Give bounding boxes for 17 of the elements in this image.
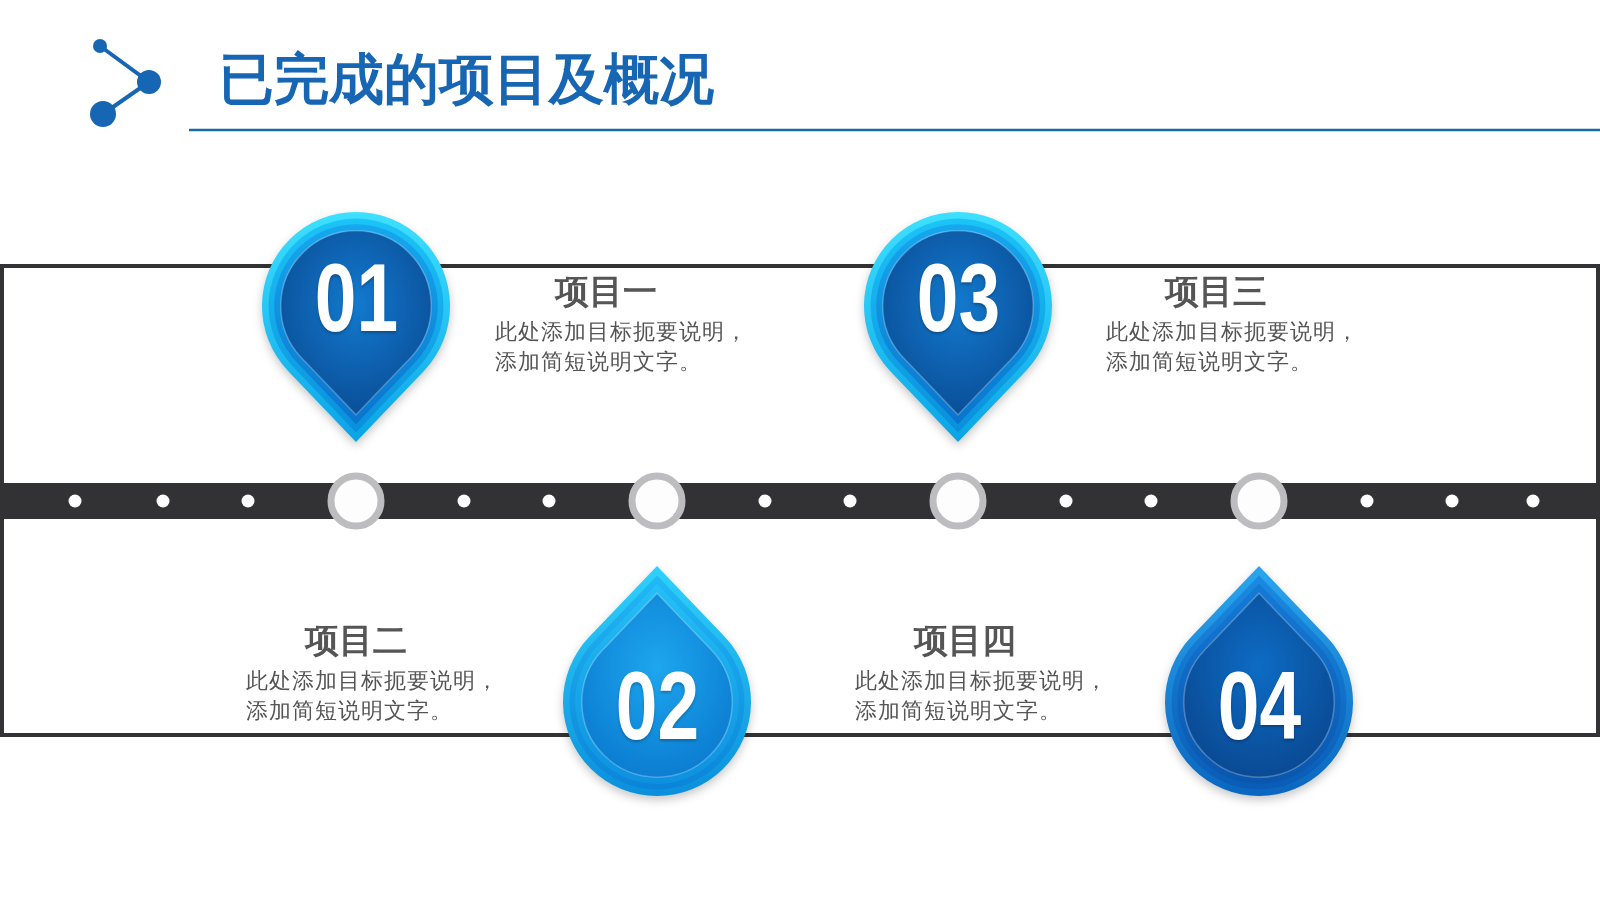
drop-marker (864, 212, 1052, 442)
project-description: 此处添加目标扼要说明，添加简短说明文字。 (855, 667, 1109, 725)
step-number: 04 (1217, 658, 1301, 754)
project-heading: 项目三 (1165, 271, 1267, 311)
slide-title: 已完成的项目及概况 (219, 47, 714, 112)
project-description: 此处添加目标扼要说明，添加简短说明文字。 (1106, 318, 1360, 376)
drop-marker (1165, 566, 1353, 796)
project-heading: 项目二 (305, 620, 407, 660)
drop-marker (563, 566, 751, 796)
project-description: 此处添加目标扼要说明，添加简短说明文字。 (246, 667, 500, 725)
step-number: 02 (615, 658, 699, 754)
step-number: 03 (916, 250, 1000, 346)
project-heading: 项目一 (555, 271, 657, 311)
project-heading: 项目四 (914, 620, 1016, 660)
step-number: 01 (314, 250, 398, 346)
drop-marker (262, 212, 450, 442)
project-description: 此处添加目标扼要说明，添加简短说明文字。 (495, 318, 749, 376)
